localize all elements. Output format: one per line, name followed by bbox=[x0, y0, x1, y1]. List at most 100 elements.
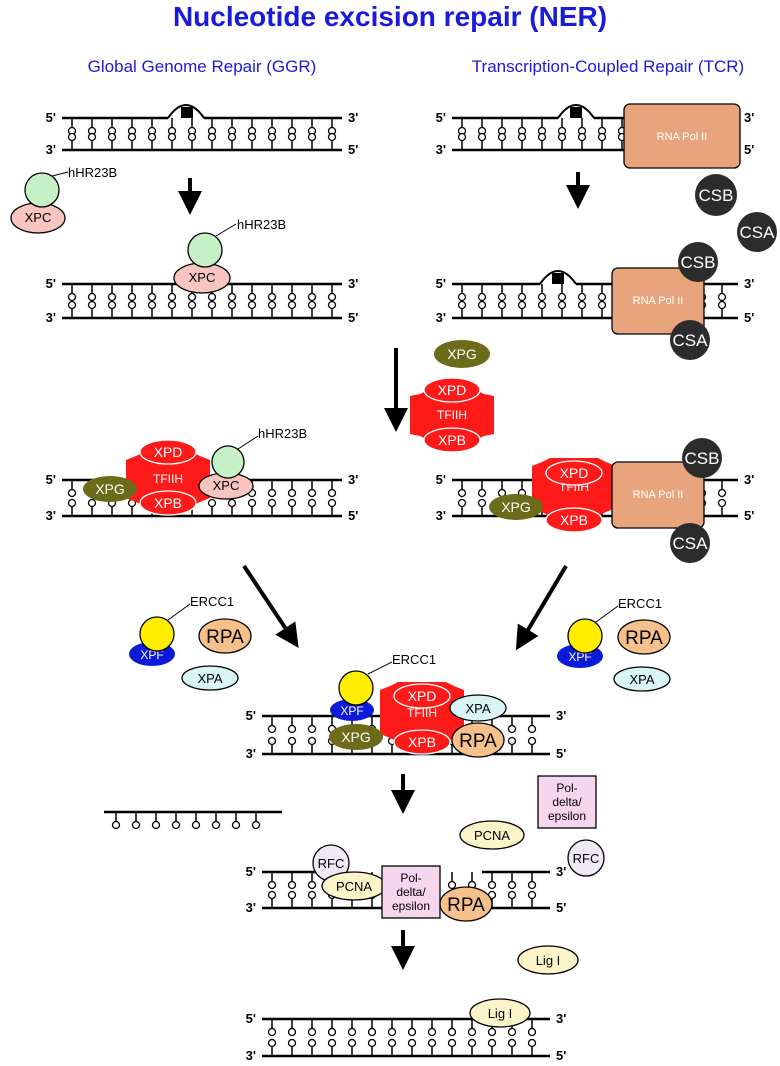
tfiih-label: TFIIH bbox=[437, 408, 467, 422]
dna-repaired bbox=[262, 1017, 550, 1058]
xpd-label: XPD bbox=[560, 465, 589, 481]
ercc1-label: ERCC1 bbox=[392, 652, 436, 667]
strand-end-5: 5' bbox=[556, 746, 566, 761]
csb-bound-1: CSB bbox=[678, 242, 718, 282]
strand-end-labels: 5' 3' 3' 5' 5' 3' 3' 5' 5' 3' 3' 5' 5' 3' 3' 5' 5' 3' 3' 5'… bbox=[46, 110, 755, 1063]
csb-label: CSB bbox=[681, 253, 716, 272]
xpd-label: XPD bbox=[438, 382, 467, 398]
rna-pol-ii-2: RNA Pol II bbox=[611, 267, 705, 335]
csb-label: CSB bbox=[685, 449, 720, 468]
strand-end-3: 3' bbox=[348, 472, 358, 487]
pol-label-2: delta/ bbox=[396, 885, 426, 899]
lig-free: Lig I bbox=[517, 945, 579, 975]
strand-end-5: 5' bbox=[246, 1011, 256, 1026]
free-factors-left: XPF ERCC1 RPA XPA bbox=[129, 594, 252, 691]
strand-end-5: 5' bbox=[556, 1048, 566, 1063]
free-factors-right: XPF ERCC1 RPA XPA bbox=[557, 596, 671, 692]
strand-end-3: 3' bbox=[436, 508, 446, 523]
hhr23b-label: hHR23B bbox=[68, 165, 117, 180]
pol-label-1: Pol- bbox=[400, 871, 421, 885]
strand-end-3: 3' bbox=[744, 472, 754, 487]
csb-free: CSB bbox=[695, 174, 737, 216]
strand-end-3: 3' bbox=[348, 110, 358, 125]
tcr-title: Transcription-Coupled Repair (TCR) bbox=[472, 57, 744, 76]
strand-end-5: 5' bbox=[46, 472, 56, 487]
strand-end-3: 3' bbox=[46, 310, 56, 325]
strand-end-5: 5' bbox=[744, 508, 754, 523]
hhr23b-label: hHR23B bbox=[237, 217, 286, 232]
pcna-free: PCNA bbox=[459, 820, 525, 850]
xpb-label: XPB bbox=[154, 495, 182, 511]
rpa-label: RPA bbox=[447, 895, 485, 916]
xpg-label: XPG bbox=[341, 729, 371, 745]
csa-label: CSA bbox=[673, 331, 709, 350]
strand-end-5: 5' bbox=[348, 310, 358, 325]
strand-end-3: 3' bbox=[46, 142, 56, 157]
rna-pol-label: RNA Pol II bbox=[657, 131, 708, 143]
rna-pol-ii-1: RNA Pol II bbox=[623, 103, 741, 169]
hhr23b-label: hHR23B bbox=[258, 426, 307, 441]
csa-label: CSA bbox=[740, 223, 776, 242]
strand-end-3: 3' bbox=[348, 276, 358, 291]
xpg-free: XPG bbox=[434, 340, 490, 368]
tfiih-label: TFIIH bbox=[407, 706, 437, 720]
tfiih-free: TFIIH XPD XPB bbox=[410, 377, 494, 453]
ggr-free-xpc-complex: XPC hHR23B bbox=[10, 165, 117, 234]
rfc-label: RFC bbox=[573, 851, 600, 866]
strand-end-5: 5' bbox=[556, 900, 566, 915]
strand-end-3: 3' bbox=[246, 900, 256, 915]
pol-label-3: epsilon bbox=[548, 809, 586, 823]
strand-end-3: 3' bbox=[556, 1011, 566, 1026]
ercc1-label: ERCC1 bbox=[190, 594, 234, 609]
pcna-label: PCNA bbox=[336, 879, 372, 894]
pol-label-2: delta/ bbox=[552, 795, 582, 809]
strand-end-5: 5' bbox=[246, 708, 256, 723]
xpg-label: XPG bbox=[447, 346, 477, 362]
ercc1-label: ERCC1 bbox=[618, 596, 662, 611]
xpc-label: XPC bbox=[189, 270, 216, 285]
pcna-label: PCNA bbox=[474, 828, 510, 843]
rpa-label: RPA bbox=[459, 731, 497, 752]
xpf-label: XPF bbox=[340, 704, 363, 718]
arrow-ggr-2 bbox=[242, 564, 299, 648]
xpg-label: XPG bbox=[95, 481, 125, 497]
tfiih-label: TFIIH bbox=[153, 472, 183, 486]
pol-label-3: epsilon bbox=[392, 899, 430, 913]
strand-end-5: 5' bbox=[436, 472, 446, 487]
rfc-label: RFC bbox=[318, 856, 345, 871]
synthesis-complex: RFC PCNA Pol- delta/ epsilon RPA bbox=[312, 844, 493, 922]
xpc-label: XPC bbox=[213, 478, 240, 493]
rna-pol-label: RNA Pol II bbox=[633, 489, 684, 501]
ggr-xpc-3: XPC hHR23B bbox=[198, 426, 307, 500]
xpb-label: XPB bbox=[438, 432, 466, 448]
xpb-label: XPB bbox=[408, 734, 436, 750]
excised-fragment bbox=[104, 810, 282, 830]
incision-complex: TFIIH XPD XPB XPF ERCC1 XPG XPA RPA bbox=[329, 652, 507, 758]
xpc-label: XPC bbox=[25, 210, 52, 225]
tcr-xpg: XPG bbox=[489, 494, 543, 520]
rfc-free: RFC bbox=[567, 839, 605, 877]
strand-end-3: 3' bbox=[246, 1048, 256, 1063]
csa-free: CSA bbox=[737, 212, 777, 252]
lig-bound: Lig I bbox=[469, 998, 531, 1028]
strand-end-3: 3' bbox=[46, 508, 56, 523]
csa-bound-1: CSA bbox=[670, 320, 710, 360]
strand-end-3: 3' bbox=[744, 276, 754, 291]
strand-end-3: 3' bbox=[556, 708, 566, 723]
xpa-label: XPA bbox=[465, 701, 490, 716]
csb-bound-2: CSB bbox=[682, 438, 722, 478]
strand-end-5: 5' bbox=[436, 276, 446, 291]
dna-ggr-1 bbox=[62, 116, 342, 152]
strand-end-5: 5' bbox=[46, 110, 56, 125]
xpg-label: XPG bbox=[501, 499, 531, 515]
rpa-label: RPA bbox=[625, 628, 663, 649]
strand-end-5: 5' bbox=[744, 310, 754, 325]
ggr-tfiih-complex: TFIIH XPD XPB bbox=[126, 439, 210, 516]
pol-free: Pol- delta/ epsilon bbox=[537, 775, 597, 829]
xpd-label: XPD bbox=[154, 444, 183, 460]
xpb-label: XPB bbox=[560, 512, 588, 528]
lig-label: Lig I bbox=[488, 1006, 513, 1021]
lesion-ggr bbox=[167, 104, 205, 119]
ggr-bound-xpc: XPC hHR23B bbox=[173, 217, 286, 294]
